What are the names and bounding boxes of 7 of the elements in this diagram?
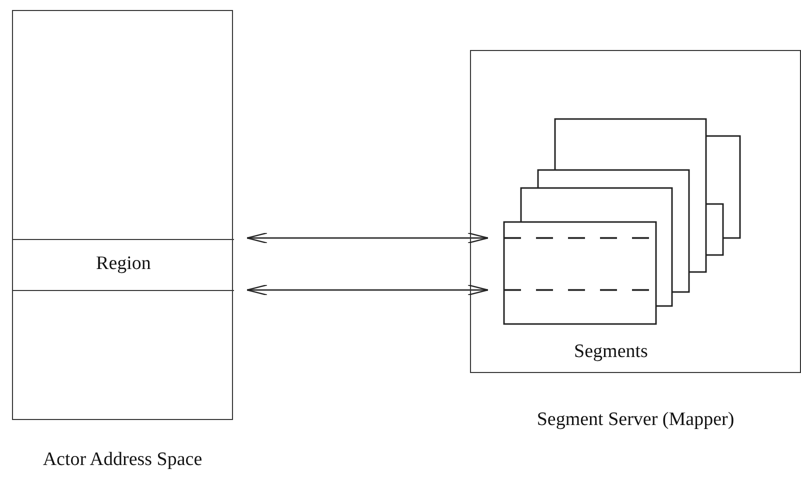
region-band [13,239,234,291]
region-label: Region [95,253,152,275]
stack-label: Segments [574,341,648,363]
double-arrow [246,284,489,296]
box-caption: Segment Server (Mapper) [536,409,734,431]
double-arrow [246,232,489,244]
box-caption: Actor Address Space [42,449,202,471]
